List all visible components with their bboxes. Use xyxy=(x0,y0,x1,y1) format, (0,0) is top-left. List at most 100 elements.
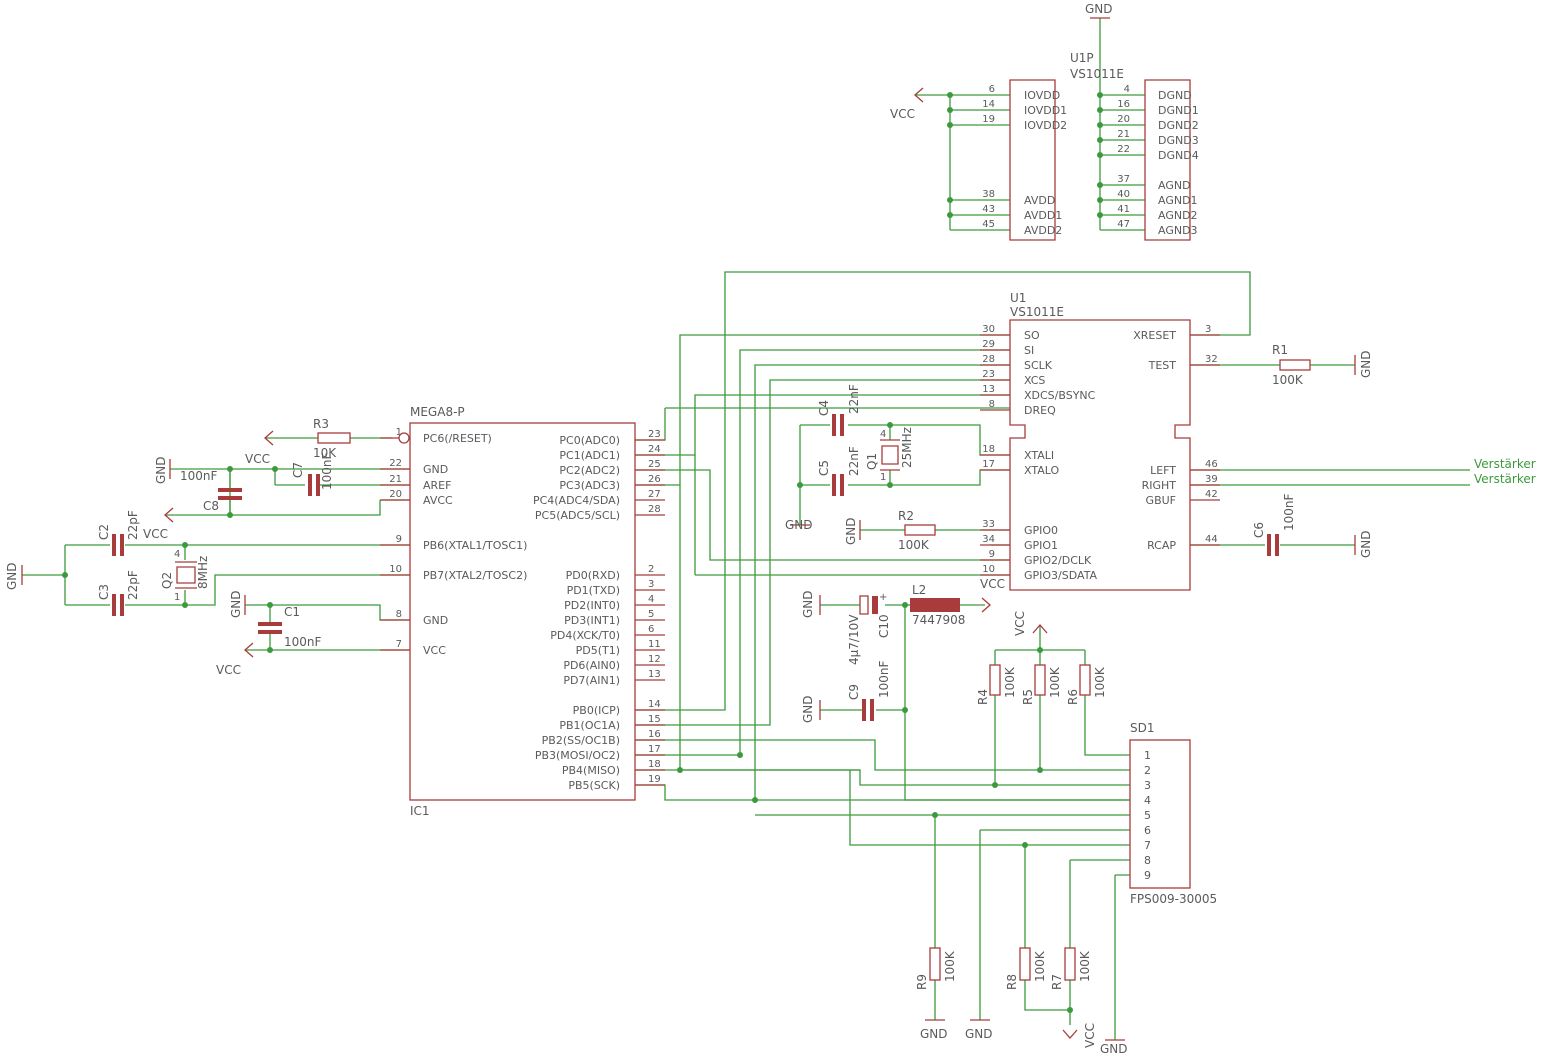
l2-vcc-arrow xyxy=(981,597,991,613)
wires xyxy=(22,18,1470,1040)
ic1-pin-label: PD1(TXD) xyxy=(567,584,620,597)
ic1-pin-label: AREF xyxy=(423,479,451,492)
supply-symbols: GND VCC VCC GND VCC GND GND VCC GND GND … xyxy=(5,2,1373,1056)
u1p-pin-label: DGND3 xyxy=(1158,134,1199,147)
ic1-pin-number: 16 xyxy=(648,729,661,740)
ic1-pin-number: 1 xyxy=(396,427,402,438)
capacitors: C7 100nF C8 100nF C2 22pF C3 22pF C1 100… xyxy=(97,384,1296,721)
c9-ref: C9 xyxy=(847,684,861,700)
r1-value: 100K xyxy=(1272,373,1304,387)
c5-body xyxy=(832,474,844,496)
gnd-label: GND xyxy=(1359,530,1373,558)
c10-ref: C10 xyxy=(877,614,891,638)
gnd-label: GND xyxy=(920,1027,948,1041)
u1-name: VS1011E xyxy=(1010,305,1064,319)
sd1-ref: SD1 xyxy=(1130,721,1155,735)
gnd-label: GND xyxy=(1100,1042,1128,1056)
gnd-label: GND xyxy=(801,590,815,618)
ic1-pin-label: PB3(MOSI/OC2) xyxy=(535,749,620,762)
c4-body xyxy=(832,414,844,436)
c7-body xyxy=(308,474,320,496)
u1-pin-number: 30 xyxy=(982,324,995,335)
u1-pin-label: XDCS/BSYNC xyxy=(1024,389,1096,402)
ic1-pin-label: PB4(MISO) xyxy=(562,764,620,777)
c4-value: 22nF xyxy=(847,384,861,414)
u1-pin-label: XRESET xyxy=(1133,329,1176,342)
u1-pin-number: 28 xyxy=(982,354,995,365)
ic1-pin-label: PD6(AIN0) xyxy=(563,659,620,672)
ic1-pin-number: 20 xyxy=(389,489,402,500)
gnd-label: GND xyxy=(785,518,813,532)
ic1-pin-label: PC1(ADC1) xyxy=(559,449,620,462)
ic1-pin-number: 9 xyxy=(396,534,402,545)
u1p-pin-label: AVDD xyxy=(1024,194,1055,207)
vcc-label: VCC xyxy=(245,452,270,466)
resistors: R3 10K R2 100K R1 100K R4 100K R5 100K R… xyxy=(313,343,1311,990)
u1-pin-number: 29 xyxy=(982,339,995,350)
u1-pin-number: 39 xyxy=(1205,474,1218,485)
ic1-pin-number: 4 xyxy=(648,594,654,605)
u1-pin-number: 9 xyxy=(989,549,995,560)
ic1-pin-number: 3 xyxy=(648,579,654,590)
c9-value: 100nF xyxy=(877,660,891,698)
u1-pin-number: 17 xyxy=(982,459,995,470)
ic1-pin-label: PB6(XTAL1/TOSC1) xyxy=(423,539,527,552)
gnd-label: GND xyxy=(1085,2,1113,16)
r9-value: 100K xyxy=(943,950,957,982)
r3-value: 10K xyxy=(313,446,337,460)
ic1-pin-number: 5 xyxy=(648,609,654,620)
r7-body xyxy=(1064,947,1076,981)
c2-value: 22pF xyxy=(126,510,140,540)
u1p-pin-number: 47 xyxy=(1117,219,1130,230)
sd1-pin-number: 2 xyxy=(1144,764,1151,777)
ic1-pin-number: 15 xyxy=(648,714,661,725)
ic1-pin-number: 28 xyxy=(648,504,661,515)
inductor-l2: L2 7447908 xyxy=(910,583,991,627)
ic1-pin-number: 19 xyxy=(648,774,661,785)
c6-value: 100nF xyxy=(1282,493,1296,531)
svg-text:1: 1 xyxy=(174,592,180,603)
vcc-label: VCC xyxy=(143,527,168,541)
r4-ref: R4 xyxy=(976,689,990,705)
r3-ref: R3 xyxy=(313,417,329,431)
gnd-label: GND xyxy=(5,562,19,590)
c8-ref: C8 xyxy=(203,499,219,513)
gnd-label: GND xyxy=(229,590,243,618)
sd1-pin-number: 7 xyxy=(1144,839,1151,852)
sd1-pin-number: 5 xyxy=(1144,809,1151,822)
u1p-pin-label: AGND2 xyxy=(1158,209,1198,222)
r7-value: 100K xyxy=(1078,950,1092,982)
r4-body xyxy=(989,664,1001,696)
u1-pin-label: GBUF xyxy=(1146,494,1176,507)
c5-value: 22nF xyxy=(847,446,861,476)
u1p-pin-label: AGND1 xyxy=(1158,194,1198,207)
vcc-label: VCC xyxy=(1083,1023,1097,1048)
u1-pin-number: 44 xyxy=(1205,534,1218,545)
u1p-pin-number: 43 xyxy=(982,204,995,215)
q1-ref: Q1 xyxy=(865,453,879,470)
u1-pin-number: 3 xyxy=(1205,324,1211,335)
ic1-pin-label: PD3(INT1) xyxy=(564,614,620,627)
ic1-pin-number: 26 xyxy=(648,474,661,485)
gnd-label: GND xyxy=(154,456,168,484)
r1-ref: R1 xyxy=(1272,343,1288,357)
u1-pin-label: XTALO xyxy=(1024,464,1059,477)
u1p-pin-number: 14 xyxy=(982,99,995,110)
r5-body xyxy=(1034,664,1046,696)
u1-pin-number: 42 xyxy=(1205,489,1218,500)
c3-body xyxy=(112,594,124,616)
r6-value: 100K xyxy=(1093,666,1107,698)
r2-value: 100K xyxy=(898,538,930,552)
r6-body xyxy=(1079,664,1091,696)
sd1-pin-number: 8 xyxy=(1144,854,1151,867)
u1-pin-label: TEST xyxy=(1148,359,1177,372)
u1p-pin-number: 22 xyxy=(1117,144,1130,155)
u1p-pin-label: DGND2 xyxy=(1158,119,1199,132)
ic1-pin-number: 18 xyxy=(648,759,661,770)
u1-pin-label: GPIO3/SDATA xyxy=(1024,569,1098,582)
ic1-pin-number: 24 xyxy=(648,444,661,455)
c2-body xyxy=(112,534,124,556)
u1-pin-number: 13 xyxy=(982,384,995,395)
